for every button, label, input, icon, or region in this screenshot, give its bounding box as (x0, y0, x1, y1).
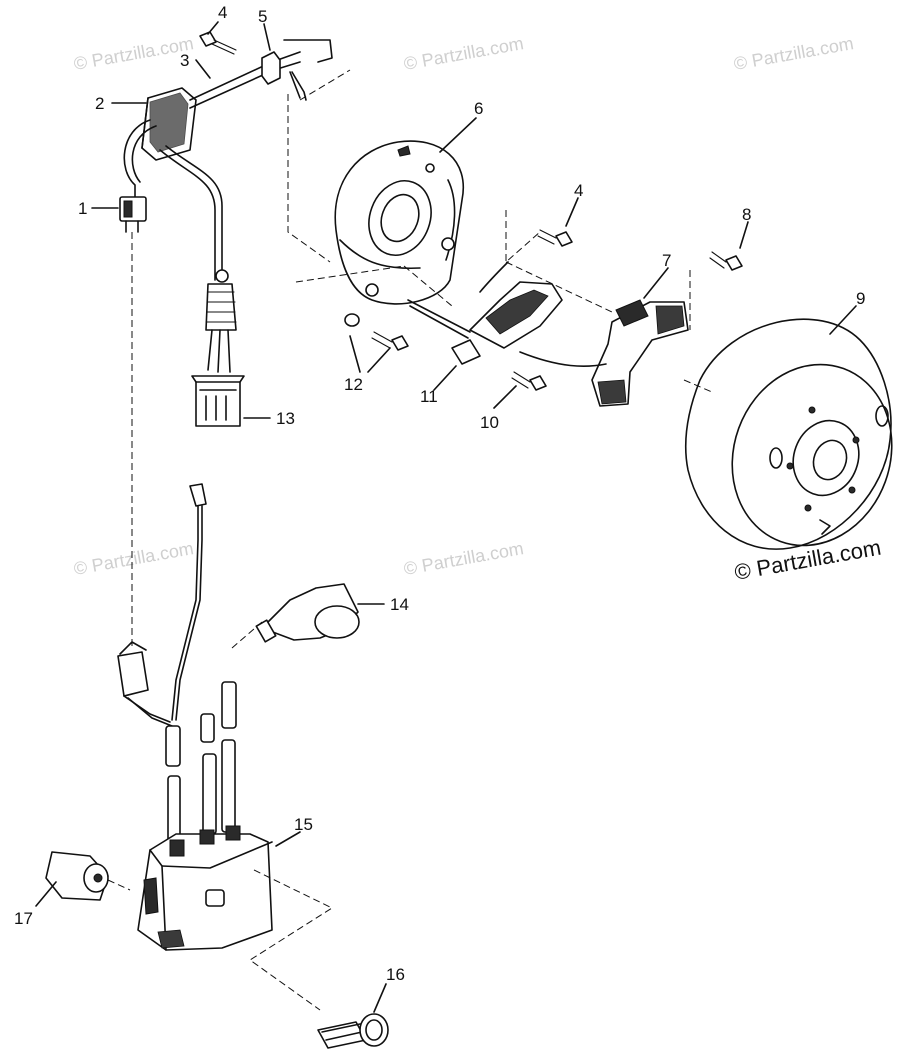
callout-4-right: 4 (574, 181, 583, 200)
callout-11: 11 (420, 387, 438, 406)
callout-9: 9 (856, 289, 865, 308)
callout-4-top: 4 (218, 3, 227, 22)
connector-part-1 (119, 196, 147, 233)
screw-part-8 (709, 251, 743, 271)
callout-2: 2 (95, 94, 104, 113)
grommet-part-17 (45, 851, 109, 901)
callout-17: 17 (14, 909, 33, 928)
watermark-top-right: © Partzilla.com (732, 33, 855, 74)
pulser-coil-part-7 (519, 299, 689, 407)
watermark-top-left: © Partzilla.com (72, 33, 195, 74)
coil-part-11 (407, 261, 563, 365)
watermark-top-center: © Partzilla.com (402, 33, 525, 74)
callout-10: 10 (480, 413, 499, 432)
spark-plug-cap-part-14 (255, 583, 360, 643)
regulator-part-2 (141, 87, 197, 161)
screw-part-4-right (537, 229, 573, 247)
callout-13: 13 (276, 409, 295, 428)
bolt-part-16 (317, 1013, 389, 1049)
callout-labels: 1 2 3 4 4 5 6 7 8 9 10 11 12 13 14 15 16… (14, 3, 865, 984)
callout-5: 5 (258, 7, 267, 26)
screw-part-4-top (199, 31, 237, 55)
callout-8: 8 (742, 205, 751, 224)
harness-wire-left (123, 119, 151, 201)
harness-wrap (205, 269, 237, 373)
stator-plate-part-6 (334, 140, 465, 305)
callout-1: 1 (78, 199, 87, 218)
watermark-mid-left: © Partzilla.com (72, 538, 195, 579)
callout-12: 12 (344, 375, 363, 394)
screw-part-12 (344, 313, 409, 351)
cdi-box-part-15 (137, 825, 273, 951)
callout-3: 3 (180, 51, 189, 70)
callout-14: 14 (390, 595, 409, 614)
callout-16: 16 (386, 965, 405, 984)
connector-lower (117, 641, 173, 727)
callout-15: 15 (294, 815, 313, 834)
flywheel-part-9 (684, 318, 893, 550)
connector-part-13 (191, 375, 245, 427)
screw-part-10 (511, 371, 547, 391)
callout-7: 7 (662, 251, 671, 270)
lower-wire (171, 483, 207, 721)
clip-part-5 (261, 39, 333, 101)
assembly-lines (131, 69, 713, 650)
wire-part-3 (189, 51, 301, 101)
watermark-mid-center: © Partzilla.com (402, 538, 525, 579)
leader-lines (35, 21, 857, 1013)
ignition-leads (165, 681, 237, 843)
callout-6: 6 (474, 99, 483, 118)
